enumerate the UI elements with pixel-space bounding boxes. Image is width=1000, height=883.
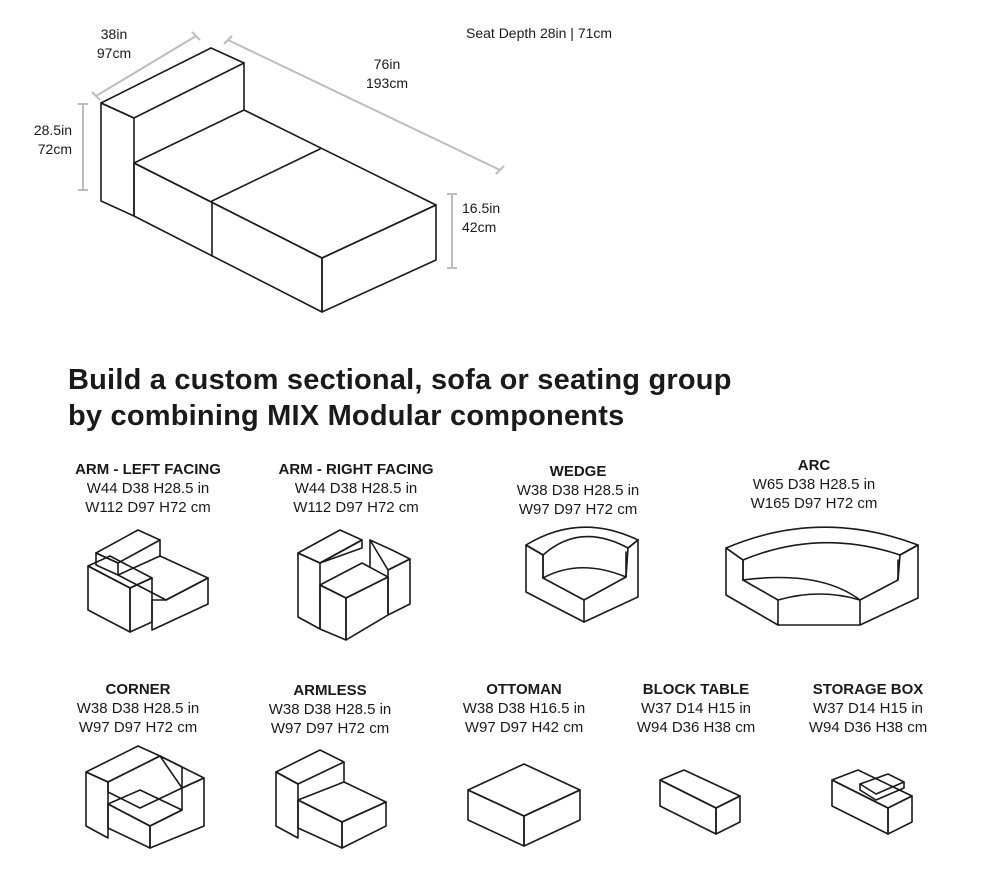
depth-dimension-label: 38in 97cm xyxy=(84,25,144,63)
component-dims-cm: W97 D97 H72 cm xyxy=(78,719,198,736)
width-dimension-label: 76in 193cm xyxy=(352,55,422,93)
component-dims-in: W37 D14 H15 in xyxy=(812,700,924,717)
component-dims-cm: W97 D97 H72 cm xyxy=(518,501,638,518)
component-name: CORNER xyxy=(105,681,171,698)
dimension-lines xyxy=(78,31,505,269)
component-name: STORAGE BOX xyxy=(812,681,924,698)
arm-left-facing-icon xyxy=(87,529,209,633)
depth-cm: 97cm xyxy=(96,45,132,61)
storage-box-icon xyxy=(831,769,913,835)
width-in: 76in xyxy=(373,56,401,72)
chaise-lounge-diagram xyxy=(78,31,505,313)
component-name: ARM - LEFT FACING xyxy=(75,461,221,478)
height-dimension-label: 28.5in 72cm xyxy=(14,121,72,159)
component-wedge: WEDGE W38 D38 H28.5 in W97 D97 H72 cm xyxy=(500,462,656,519)
wedge-icon xyxy=(525,526,639,623)
chaise-seat xyxy=(133,109,437,313)
component-dims-in: W38 D38 H28.5 in xyxy=(268,701,392,718)
arc-icon xyxy=(725,526,919,626)
component-dims-in: W38 D38 H16.5 in xyxy=(462,700,586,717)
component-dims-in: W44 D38 H28.5 in xyxy=(294,480,418,497)
seat-height-dimension-label: 16.5in 42cm xyxy=(462,199,500,237)
component-dims-in: W38 D38 H28.5 in xyxy=(516,482,640,499)
component-name: BLOCK TABLE xyxy=(642,681,750,698)
component-storage-box: STORAGE BOX W37 D14 H15 in W94 D36 H38 c… xyxy=(792,680,944,737)
height-cm: 72cm xyxy=(37,141,72,157)
component-arm-right-facing: ARM - RIGHT FACING W44 D38 H28.5 in W112… xyxy=(270,460,442,517)
component-corner: CORNER W38 D38 H28.5 in W97 D97 H72 cm xyxy=(60,680,216,737)
seat-depth-label: Seat Depth 28in | 71cm xyxy=(466,25,613,41)
component-name: ARC xyxy=(797,457,831,474)
seat-height-cm: 42cm xyxy=(462,219,497,235)
component-name: ARM - RIGHT FACING xyxy=(278,461,434,478)
component-name: WEDGE xyxy=(549,463,607,480)
component-name: OTTOMAN xyxy=(486,681,562,698)
headline-line-1: Build a custom sectional, sofa or seatin… xyxy=(68,364,732,396)
component-dims-cm: W94 D36 H38 cm xyxy=(808,719,928,736)
component-dims-in: W38 D38 H28.5 in xyxy=(76,700,200,717)
height-in: 28.5in xyxy=(33,122,72,138)
component-armless: ARMLESS W38 D38 H28.5 in W97 D97 H72 cm xyxy=(252,681,408,738)
component-dims-cm: W165 D97 H72 cm xyxy=(750,495,878,512)
headline-line-2: by combining MIX Modular components xyxy=(68,400,625,432)
corner-icon xyxy=(85,745,205,849)
armless-icon xyxy=(275,749,387,849)
component-dims-in: W37 D14 H15 in xyxy=(640,700,752,717)
component-dims-in: W44 D38 H28.5 in xyxy=(86,480,210,497)
component-dims-in: W65 D38 H28.5 in xyxy=(752,476,876,493)
block-table-icon xyxy=(659,769,741,835)
component-dims-cm: W97 D97 H72 cm xyxy=(270,720,390,737)
arm-right-facing-icon xyxy=(297,529,411,641)
seat-height-in: 16.5in xyxy=(462,200,501,216)
component-dims-cm: W112 D97 H72 cm xyxy=(85,499,211,516)
component-name: ARMLESS xyxy=(293,682,367,699)
component-arc: ARC W65 D38 H28.5 in W165 D97 H72 cm xyxy=(734,456,894,513)
component-dims-cm: W94 D36 H38 cm xyxy=(636,719,756,736)
component-dims-cm: W97 D97 H42 cm xyxy=(464,719,584,736)
component-arm-left-facing: ARM - LEFT FACING W44 D38 H28.5 in W112 … xyxy=(68,460,228,517)
component-ottoman: OTTOMAN W38 D38 H16.5 in W97 D97 H42 cm xyxy=(446,680,602,737)
ottoman-icon xyxy=(467,763,581,847)
headline: Build a custom sectional, sofa or seatin… xyxy=(68,362,732,434)
width-cm: 193cm xyxy=(365,75,409,91)
depth-in: 38in xyxy=(100,26,128,42)
component-block-table: BLOCK TABLE W37 D14 H15 in W94 D36 H38 c… xyxy=(620,680,772,737)
component-dims-cm: W112 D97 H72 cm xyxy=(293,499,419,516)
